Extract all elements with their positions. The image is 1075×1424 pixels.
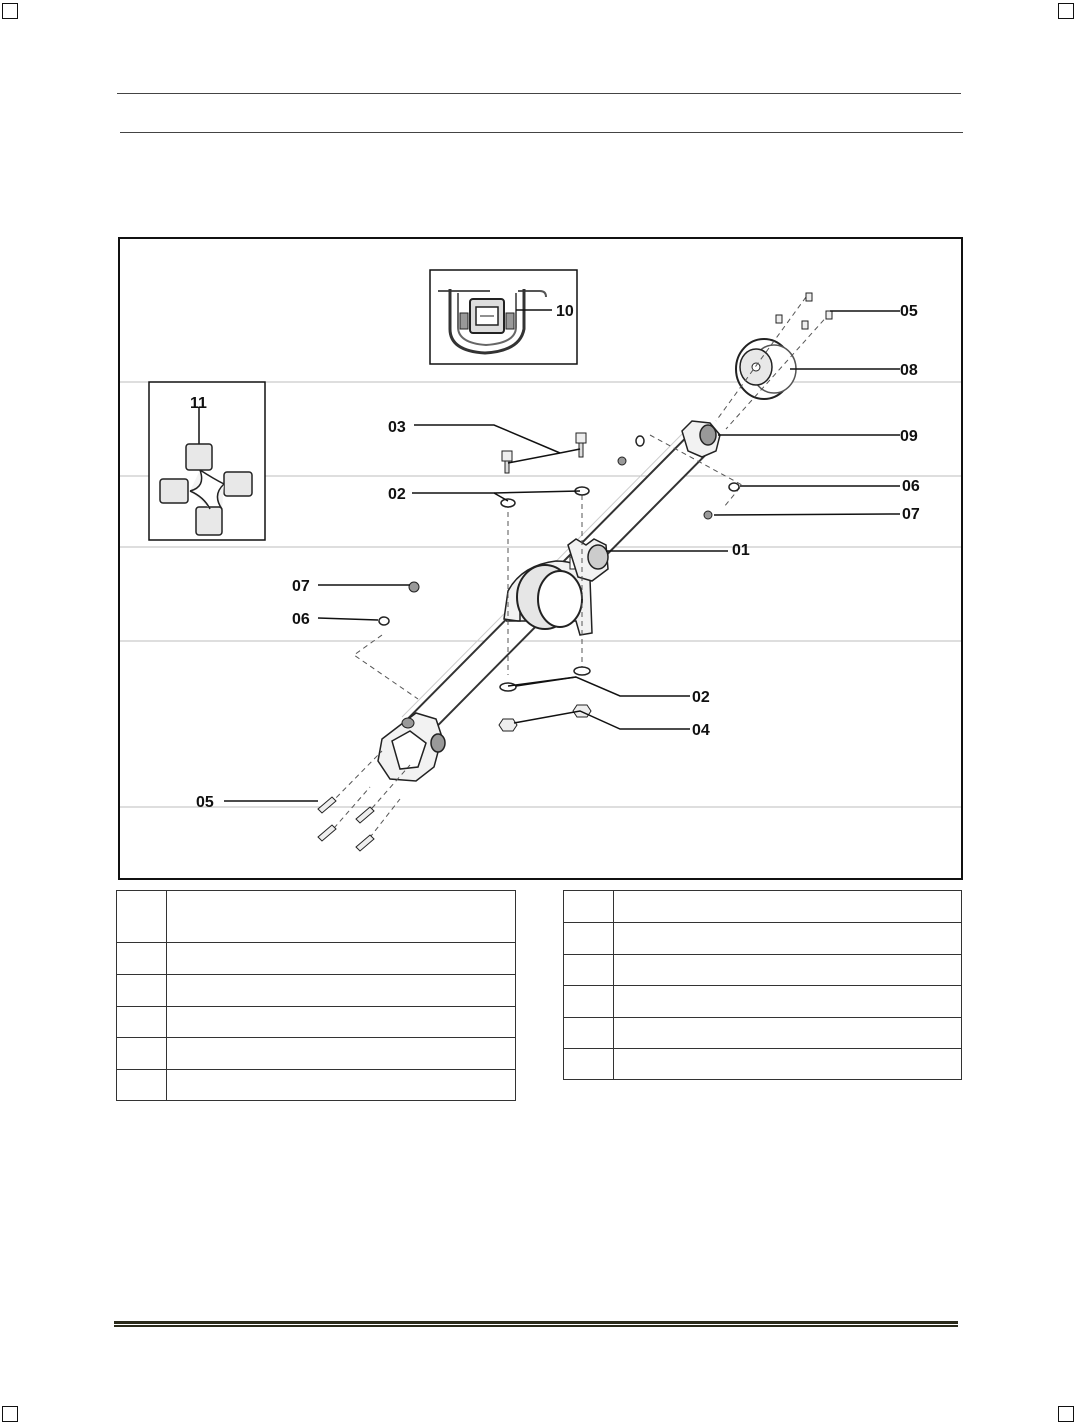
table-row <box>116 1037 516 1070</box>
table-row <box>116 1006 516 1038</box>
assembly-dashed-lines <box>327 296 831 846</box>
header-rule-bottom <box>120 132 963 133</box>
table-row <box>563 985 962 1018</box>
header-rule-top <box>117 93 961 94</box>
washers-and-nuts-bottom <box>498 666 592 732</box>
callout-06-right: 06 <box>902 478 920 495</box>
table-row <box>563 890 962 923</box>
crop-mark-bottom-left <box>2 1406 18 1422</box>
table-row <box>563 1048 962 1080</box>
crop-mark-bottom-right <box>1058 1406 1074 1422</box>
callout-07-left: 07 <box>292 578 310 595</box>
table-row <box>563 922 962 955</box>
exploded-diagram-frame: 05 08 09 06 07 01 03 02 07 06 02 04 05 1… <box>118 237 963 880</box>
callout-07-right: 07 <box>902 506 920 523</box>
footer-rule <box>114 1321 958 1327</box>
washers-top <box>500 486 590 508</box>
callout-04: 04 <box>692 722 710 739</box>
table-row <box>116 1069 516 1101</box>
callout-leader-lines <box>224 310 901 802</box>
mounting-bolts-top <box>501 432 587 474</box>
center-bearing-assembly <box>503 556 599 636</box>
flange-bolts-bottom <box>317 796 375 852</box>
callout-02-top: 02 <box>388 486 406 503</box>
callout-01: 01 <box>732 542 750 559</box>
crop-mark-top-left <box>2 3 18 19</box>
table-row <box>116 890 516 943</box>
small-washers-and-nuts <box>378 435 740 626</box>
slip-yoke <box>567 538 609 582</box>
callout-08: 08 <box>900 362 918 379</box>
propeller-shaft-exploded-view: 05 08 09 06 07 01 03 02 07 06 02 04 05 1… <box>120 269 961 852</box>
flange-bolts-top <box>775 292 833 330</box>
callout-05-top: 05 <box>900 303 918 320</box>
rear-flange-yoke <box>377 712 446 782</box>
inset-center-bearing <box>429 269 578 365</box>
front-flange-yoke <box>681 420 721 458</box>
callout-03: 03 <box>388 419 406 436</box>
callout-06-left: 06 <box>292 611 310 628</box>
flexible-coupling-disc <box>735 338 797 400</box>
parts-table-left <box>116 890 516 1101</box>
callout-05-bottom: 05 <box>196 794 214 811</box>
table-row <box>563 954 962 986</box>
table-row <box>116 942 516 975</box>
callout-09: 09 <box>900 428 918 445</box>
callout-10: 10 <box>556 303 574 320</box>
crop-mark-top-right <box>1058 3 1074 19</box>
table-row <box>563 1017 962 1049</box>
parts-table-right <box>563 890 962 1080</box>
inset-universal-joint <box>148 381 266 541</box>
callout-11: 11 <box>190 395 207 412</box>
table-row <box>116 974 516 1007</box>
callout-02-bottom: 02 <box>692 689 710 706</box>
